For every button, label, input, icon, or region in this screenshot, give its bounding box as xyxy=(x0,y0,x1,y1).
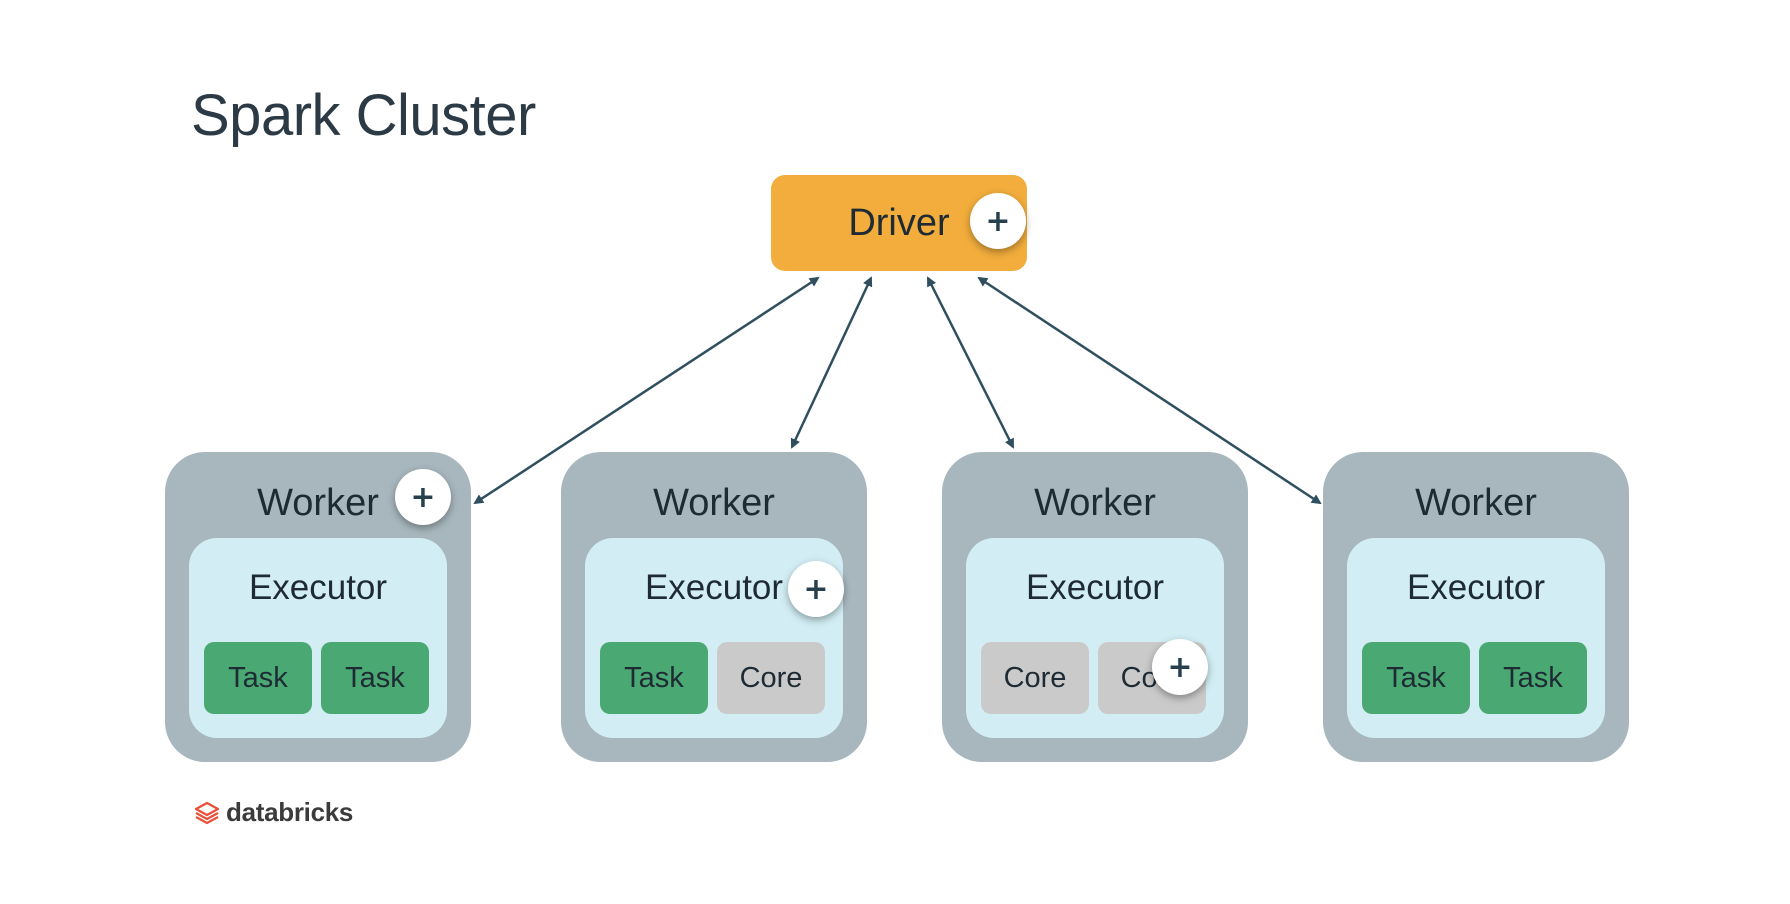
databricks-logo-icon xyxy=(194,801,220,824)
task-slot: Task xyxy=(204,642,312,714)
core-slot: Core xyxy=(717,642,825,714)
task-slot: Task xyxy=(600,642,708,714)
driver-hotspot-button[interactable]: + xyxy=(970,193,1026,249)
plus-icon: + xyxy=(410,479,436,515)
plus-icon: + xyxy=(803,571,829,607)
driver-label: Driver xyxy=(848,201,950,244)
executor-label: Executor xyxy=(1406,568,1546,607)
arrow-driver-worker-1 xyxy=(473,276,820,505)
worker-label: Worker xyxy=(1415,482,1537,524)
plus-icon: + xyxy=(985,203,1011,239)
worker-label: Worker xyxy=(653,482,775,524)
databricks-logo: databricks xyxy=(194,797,353,828)
worker-label: Worker xyxy=(1034,482,1156,524)
task-slot: Task xyxy=(321,642,429,714)
arrow-driver-worker-2 xyxy=(790,276,873,449)
core-slot: Core xyxy=(981,642,1089,714)
driver-node: Driver xyxy=(771,175,1027,271)
worker-node-4: Worker Executor Task Task xyxy=(1323,452,1629,762)
executor-box: Executor Task Task xyxy=(189,538,447,738)
arrow-driver-worker-4 xyxy=(977,276,1322,505)
executor-label: Executor xyxy=(248,568,388,607)
task-slot: Task xyxy=(1362,642,1470,714)
diagram-title: Spark Cluster xyxy=(191,83,536,148)
worker-label: Worker xyxy=(257,482,379,524)
executor-label: Executor xyxy=(1025,568,1165,607)
executor-hotspot-button[interactable]: + xyxy=(788,561,844,617)
executor-box: Executor Task Task xyxy=(1347,538,1605,738)
task-slot: Task xyxy=(1479,642,1587,714)
worker-node-3: Worker Executor Core Core xyxy=(942,452,1248,762)
executor-label: Executor xyxy=(644,568,784,607)
plus-icon: + xyxy=(1167,649,1193,685)
arrow-driver-worker-3 xyxy=(926,276,1015,449)
core-hotspot-button[interactable]: + xyxy=(1152,639,1208,695)
executor-box: Executor Core Core xyxy=(966,538,1224,738)
worker-1-hotspot-button[interactable]: + xyxy=(395,469,451,525)
worker-node-1: Worker Executor Task Task xyxy=(165,452,471,762)
logo-text: databricks xyxy=(226,797,354,827)
